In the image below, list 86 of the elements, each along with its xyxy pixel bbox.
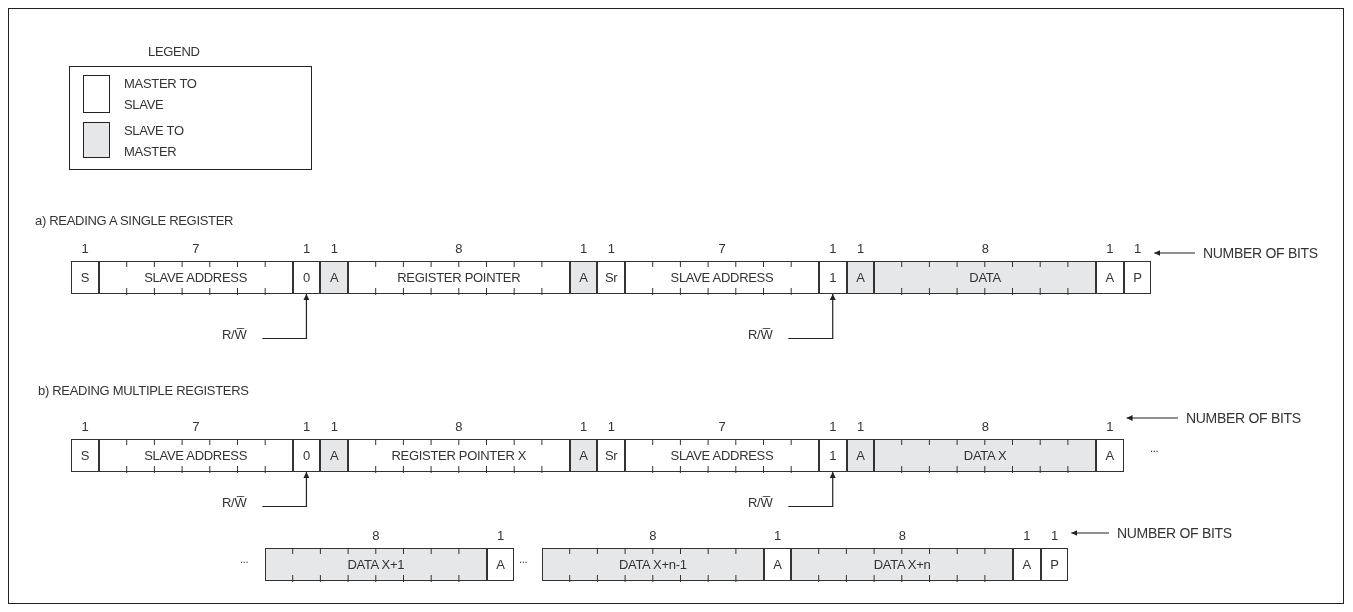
bit-count: 1 [1023,528,1031,543]
continuation-dots: ... [240,553,249,565]
bit-count: 1 [1106,419,1114,434]
bit-field: Sr [597,261,625,294]
leader-line [261,293,310,340]
bits-caption: NUMBER OF BITS [1186,410,1301,426]
bit-count: 8 [649,528,657,543]
bit-count: 1 [829,419,837,434]
legend-title: LEGEND [148,44,200,59]
bit-count: 1 [856,419,864,434]
bit-count: 8 [981,241,989,256]
bit-field: DATA X+n-1 [542,548,764,581]
bit-field: DATA X [874,439,1096,472]
bit-count: 1 [1133,241,1141,256]
bit-field: A [846,261,875,294]
bit-count: 1 [856,241,864,256]
bit-field: A [320,261,348,294]
bit-field: P [1040,548,1069,581]
bit-field: SLAVE ADDRESS [98,261,293,294]
bit-count: 7 [192,241,200,256]
bits-caption: NUMBER OF BITS [1117,525,1232,541]
bit-field: DATA X+1 [265,548,487,581]
bit-count: 1 [579,419,587,434]
bit-field: A [846,439,875,472]
bit-count: 1 [579,241,587,256]
bit-count: 7 [718,419,726,434]
section-heading: a) READING A SINGLE REGISTER [35,213,234,228]
bit-field: A [569,439,598,472]
bit-field: SLAVE ADDRESS [98,439,293,472]
arrow [1126,415,1179,421]
section-heading: b) READING MULTIPLE REGISTERS [38,383,249,398]
bit-count: 8 [372,528,380,543]
bit-field: DATA [874,261,1096,294]
bit-count: 1 [81,419,89,434]
bit-field: P [1123,261,1152,294]
bit-field: DATA X+n [791,548,1013,581]
bit-count: 1 [302,419,310,434]
bit-field: A [763,548,792,581]
bit-count: 1 [607,241,615,256]
bit-field: A [569,261,598,294]
arrow [1153,250,1196,256]
leader-line [261,471,310,508]
bit-count: 8 [981,419,989,434]
bits-caption: NUMBER OF BITS [1203,245,1318,261]
bit-field: 1 [818,439,847,472]
leader-line [787,471,836,508]
bit-count: 1 [773,528,781,543]
arrow [1070,530,1110,536]
signal-name: R/W̅ [748,495,773,510]
bit-field: A [320,439,348,472]
bit-field: S [71,439,99,472]
bit-count: 1 [302,241,310,256]
bit-field: A [1095,261,1124,294]
bit-count: 7 [718,241,726,256]
bit-field: REGISTER POINTER X [348,439,570,472]
bit-field: REGISTER POINTER [348,261,570,294]
bit-field: 1 [818,261,847,294]
bit-field: A [1095,439,1124,472]
bit-field: Sr [597,439,625,472]
legend-text: MASTER TO SLAVE [124,75,198,114]
bit-count: 1 [496,528,504,543]
signal-name: R/W̅ [222,327,247,342]
bit-count: 8 [455,419,463,434]
continuation-dots: ... [1150,442,1159,454]
bit-count: 1 [607,419,615,434]
legend-text: SLAVE TO MASTER [124,122,185,161]
bit-field: A [486,548,515,581]
bit-count: 1 [330,241,338,256]
bit-count: 1 [829,241,837,256]
bit-field: S [71,261,99,294]
bit-count: 8 [898,528,906,543]
bit-count: 1 [330,419,338,434]
leader-line [787,293,836,340]
bit-field: SLAVE ADDRESS [625,439,819,472]
signal-name: R/W̅ [748,327,773,342]
bit-field: A [1012,548,1041,581]
signal-name: R/W̅ [222,495,247,510]
bit-field: SLAVE ADDRESS [625,261,819,294]
bit-count: 1 [1050,528,1058,543]
bit-count: 8 [455,241,463,256]
bit-field: 0 [292,261,321,294]
bit-field: 0 [292,439,321,472]
continuation-dots: ... [519,553,528,565]
bit-count: 1 [1106,241,1114,256]
bit-count: 7 [192,419,200,434]
bit-count: 1 [81,241,89,256]
